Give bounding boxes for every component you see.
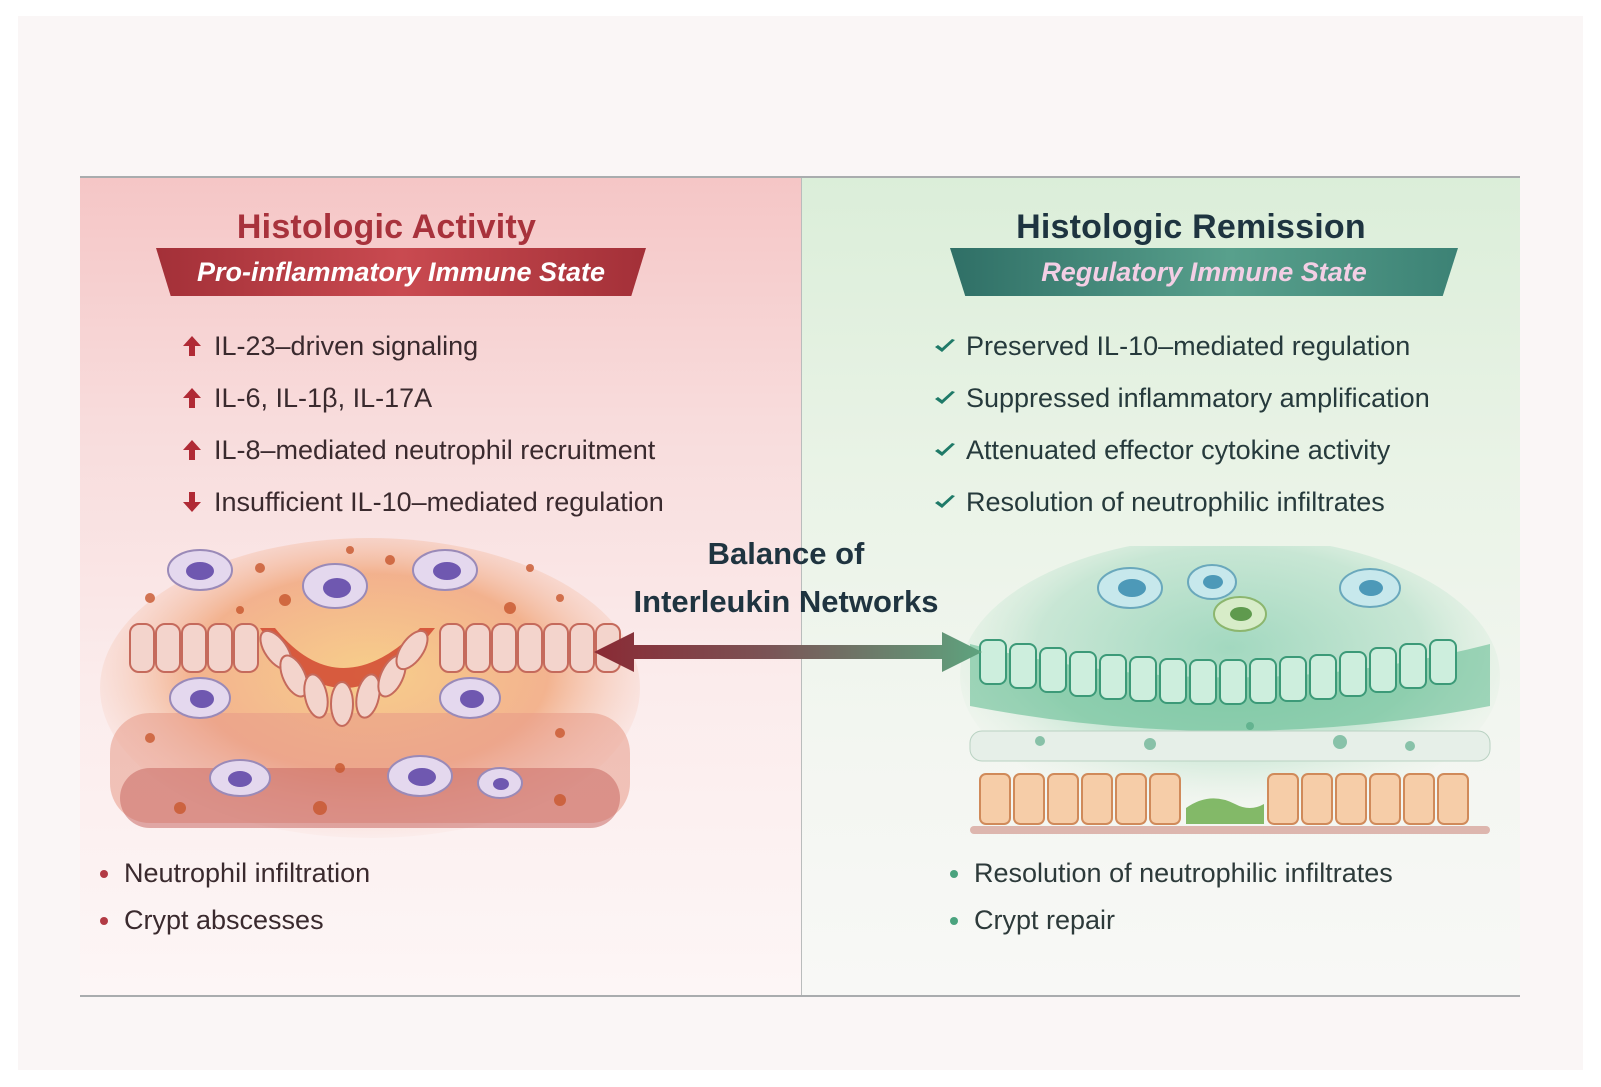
list-item: Attenuated effector cytokine activity bbox=[934, 424, 1430, 476]
healed-mucosa-illustration bbox=[960, 546, 1500, 834]
balance-label-line: Balance of bbox=[707, 536, 865, 571]
check-icon bbox=[935, 339, 955, 352]
bottom-rule bbox=[80, 995, 1520, 997]
top-rule bbox=[80, 176, 1520, 178]
check-icon bbox=[935, 443, 955, 456]
balance-label: Balance of Interleukin Networks bbox=[600, 530, 972, 626]
balance-label-line: Interleukin Networks bbox=[633, 584, 939, 619]
list-item: Neutrophil infiltration bbox=[100, 850, 370, 897]
list-item-text: Resolution of neutrophilic infiltrates bbox=[966, 486, 1385, 517]
list-item: Preserved IL-10–mediated regulation bbox=[934, 320, 1430, 372]
state-banner: Regulatory Immune State bbox=[950, 248, 1458, 296]
bullet-dot-icon bbox=[100, 916, 108, 925]
bullet-dot-icon bbox=[950, 869, 958, 878]
panel-title: Histologic Activity bbox=[236, 208, 537, 246]
list-item: Suppressed inflammatory amplification bbox=[934, 372, 1430, 424]
list-item: IL-6, IL-1β, IL-17A bbox=[182, 372, 664, 424]
list-item: Resolution of neutrophilic infiltrates bbox=[934, 476, 1430, 528]
list-item-text: Crypt repair bbox=[974, 905, 1116, 935]
cytokine-list: IL-23–driven signaling IL-6, IL-1β, IL-1… bbox=[182, 320, 664, 528]
list-item: Insufficient IL-10–mediated regulation bbox=[182, 476, 664, 528]
bullet-dot-icon bbox=[100, 869, 108, 878]
list-item-text: Attenuated effector cytokine activity bbox=[966, 434, 1391, 465]
list-item-text: Neutrophil infiltration bbox=[124, 858, 371, 888]
bullet-dot-icon bbox=[950, 916, 958, 925]
list-item-text: Suppressed inflammatory amplification bbox=[966, 382, 1430, 413]
histologic-activity-panel: Histologic Activity Pro-inflammatory Imm… bbox=[80, 178, 801, 995]
up-arrow-icon bbox=[183, 388, 201, 408]
down-arrow-icon bbox=[183, 492, 201, 512]
check-icon bbox=[935, 391, 955, 404]
list-item-text: Insufficient IL-10–mediated regulation bbox=[214, 486, 664, 517]
list-item-text: Preserved IL-10–mediated regulation bbox=[966, 330, 1411, 361]
inflamed-mucosa-illustration bbox=[100, 538, 640, 838]
list-item: Resolution of neutrophilic infiltrates bbox=[950, 850, 1393, 897]
histologic-remission-panel: Histologic Remission Regulatory Immune S… bbox=[802, 178, 1520, 995]
list-item-text: IL-6, IL-1β, IL-17A bbox=[214, 382, 433, 413]
list-item-text: IL-23–driven signaling bbox=[214, 330, 479, 361]
list-item: IL-8–mediated neutrophil recruitment bbox=[182, 424, 664, 476]
histology-findings: Neutrophil infiltration Crypt abscesses bbox=[100, 850, 370, 944]
regulation-list: Preserved IL-10–mediated regulation Supp… bbox=[934, 320, 1430, 528]
list-item-text: IL-8–mediated neutrophil recruitment bbox=[214, 434, 656, 465]
list-item: Crypt repair bbox=[950, 897, 1393, 944]
list-item: IL-23–driven signaling bbox=[182, 320, 664, 372]
check-icon bbox=[935, 495, 955, 508]
list-item: Crypt abscesses bbox=[100, 897, 370, 944]
list-item-text: Crypt abscesses bbox=[124, 905, 324, 935]
center-divider bbox=[801, 178, 802, 995]
up-arrow-icon bbox=[183, 336, 201, 356]
list-item-text: Resolution of neutrophilic infiltrates bbox=[974, 858, 1393, 888]
histology-findings: Resolution of neutrophilic infiltrates C… bbox=[950, 850, 1393, 944]
panel-title: Histologic Remission bbox=[1016, 208, 1366, 246]
state-banner: Pro-inflammatory Immune State bbox=[156, 248, 646, 296]
up-arrow-icon bbox=[183, 440, 201, 460]
double-arrow-icon bbox=[594, 632, 982, 672]
